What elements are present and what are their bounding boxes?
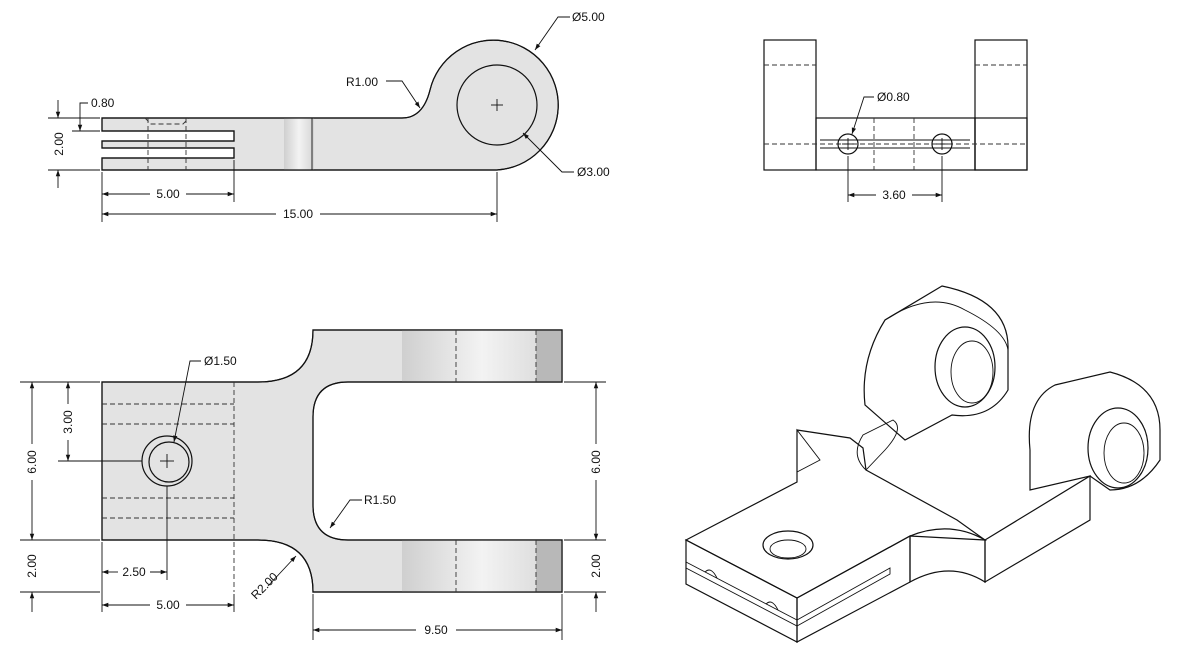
side-view-left-lug: [763, 39, 817, 171]
leader-line: [386, 80, 421, 109]
dimension-label-bore-diameter: Ø3.00: [577, 165, 610, 179]
dimension-label-ring-diameter: Ø5.00: [572, 10, 605, 24]
dimension-label-height: 2.00: [52, 132, 66, 156]
dimension-label-pin-spacing: 3.60: [882, 188, 906, 202]
iso-shoulder: [796, 428, 821, 473]
front-view-shading: [284, 118, 314, 170]
side-view-pin-hole: [931, 133, 953, 155]
side-view-pin-hole: [837, 133, 859, 155]
leader-line: [329, 499, 362, 529]
front-view-edge: [101, 39, 559, 171]
leader-line: [851, 96, 874, 135]
dimension-label-hole-offset: 3.00: [61, 410, 75, 434]
front-view-outline: [101, 39, 559, 171]
iso-left-lug: [863, 285, 1009, 441]
dimension-label-lug-width-left: 2.00: [25, 554, 39, 578]
dimension-label-thickness: 0.80: [91, 96, 115, 110]
hidden-line: [144, 117, 190, 125]
dimension-label-fork-length: 9.50: [424, 623, 448, 637]
side-view: Ø0.80 3.60: [763, 39, 1028, 202]
dimension-label-overall-length: 15.00: [283, 207, 313, 221]
iso-right-lug-bore-inner: [1103, 422, 1145, 484]
leader-line: [173, 360, 201, 443]
top-view-hole: [148, 441, 190, 483]
top-view-lug-shading: [402, 330, 562, 382]
dimension-label-hole-position: 2.50: [122, 565, 146, 579]
dimension-label-block-length: 5.00: [156, 598, 180, 612]
iso-counterbore: [762, 530, 814, 560]
iso-left-lug-bore-inner: [950, 340, 994, 404]
top-view-edge: [101, 329, 563, 593]
top-view-lug-end: [536, 540, 562, 592]
top-view-lug-end: [536, 330, 562, 382]
dimension-label-slot-length: 5.00: [156, 187, 180, 201]
iso-hole: [769, 539, 807, 559]
iso-base-top: [684, 429, 988, 599]
dimension-label-fork-gap: 6.00: [589, 450, 603, 474]
dimension-label-block-width: 6.00: [25, 450, 39, 474]
iso-inner-radius: [856, 419, 898, 471]
iso-left-lug-bore: [934, 326, 996, 408]
top-view-lug-shading: [402, 540, 562, 592]
dimension-label-pin-diameter: Ø0.80: [877, 90, 910, 104]
leader-line: [77, 102, 88, 131]
leader-line: [267, 555, 297, 587]
iso-slot-notch: [765, 601, 779, 611]
iso-left-lug-edge: [884, 301, 1009, 351]
leader-line: [534, 16, 570, 51]
iso-right-lug-bore: [1087, 407, 1149, 489]
isometric-view: [684, 285, 1161, 643]
dimension-label-inner-radius: R1.50: [364, 493, 396, 507]
top-view: Ø1.50 3.00 6.00 2.00 2.50 5.00 R2.00 R1.: [20, 329, 606, 640]
dimension-label-lug-width-right: 2.00: [589, 554, 603, 578]
dimension-label-corner-radius: R2.00: [248, 569, 281, 602]
iso-slot: [685, 561, 798, 627]
leader-line: [522, 132, 574, 173]
front-view-bore: [456, 64, 538, 146]
iso-lug-side-face: [984, 474, 1091, 584]
front-view: 0.80 2.00 5.00 15.00 R1.00 Ø5.00 Ø3.00: [48, 10, 610, 222]
dimension-label-hole-diameter: Ø1.50: [204, 354, 237, 368]
side-view-right-lug: [974, 39, 1028, 171]
iso-slot: [796, 567, 891, 627]
iso-slot-notch: [704, 569, 718, 579]
iso-right-lug: [1028, 371, 1161, 491]
dimension-label-fillet: R1.00: [346, 75, 378, 89]
